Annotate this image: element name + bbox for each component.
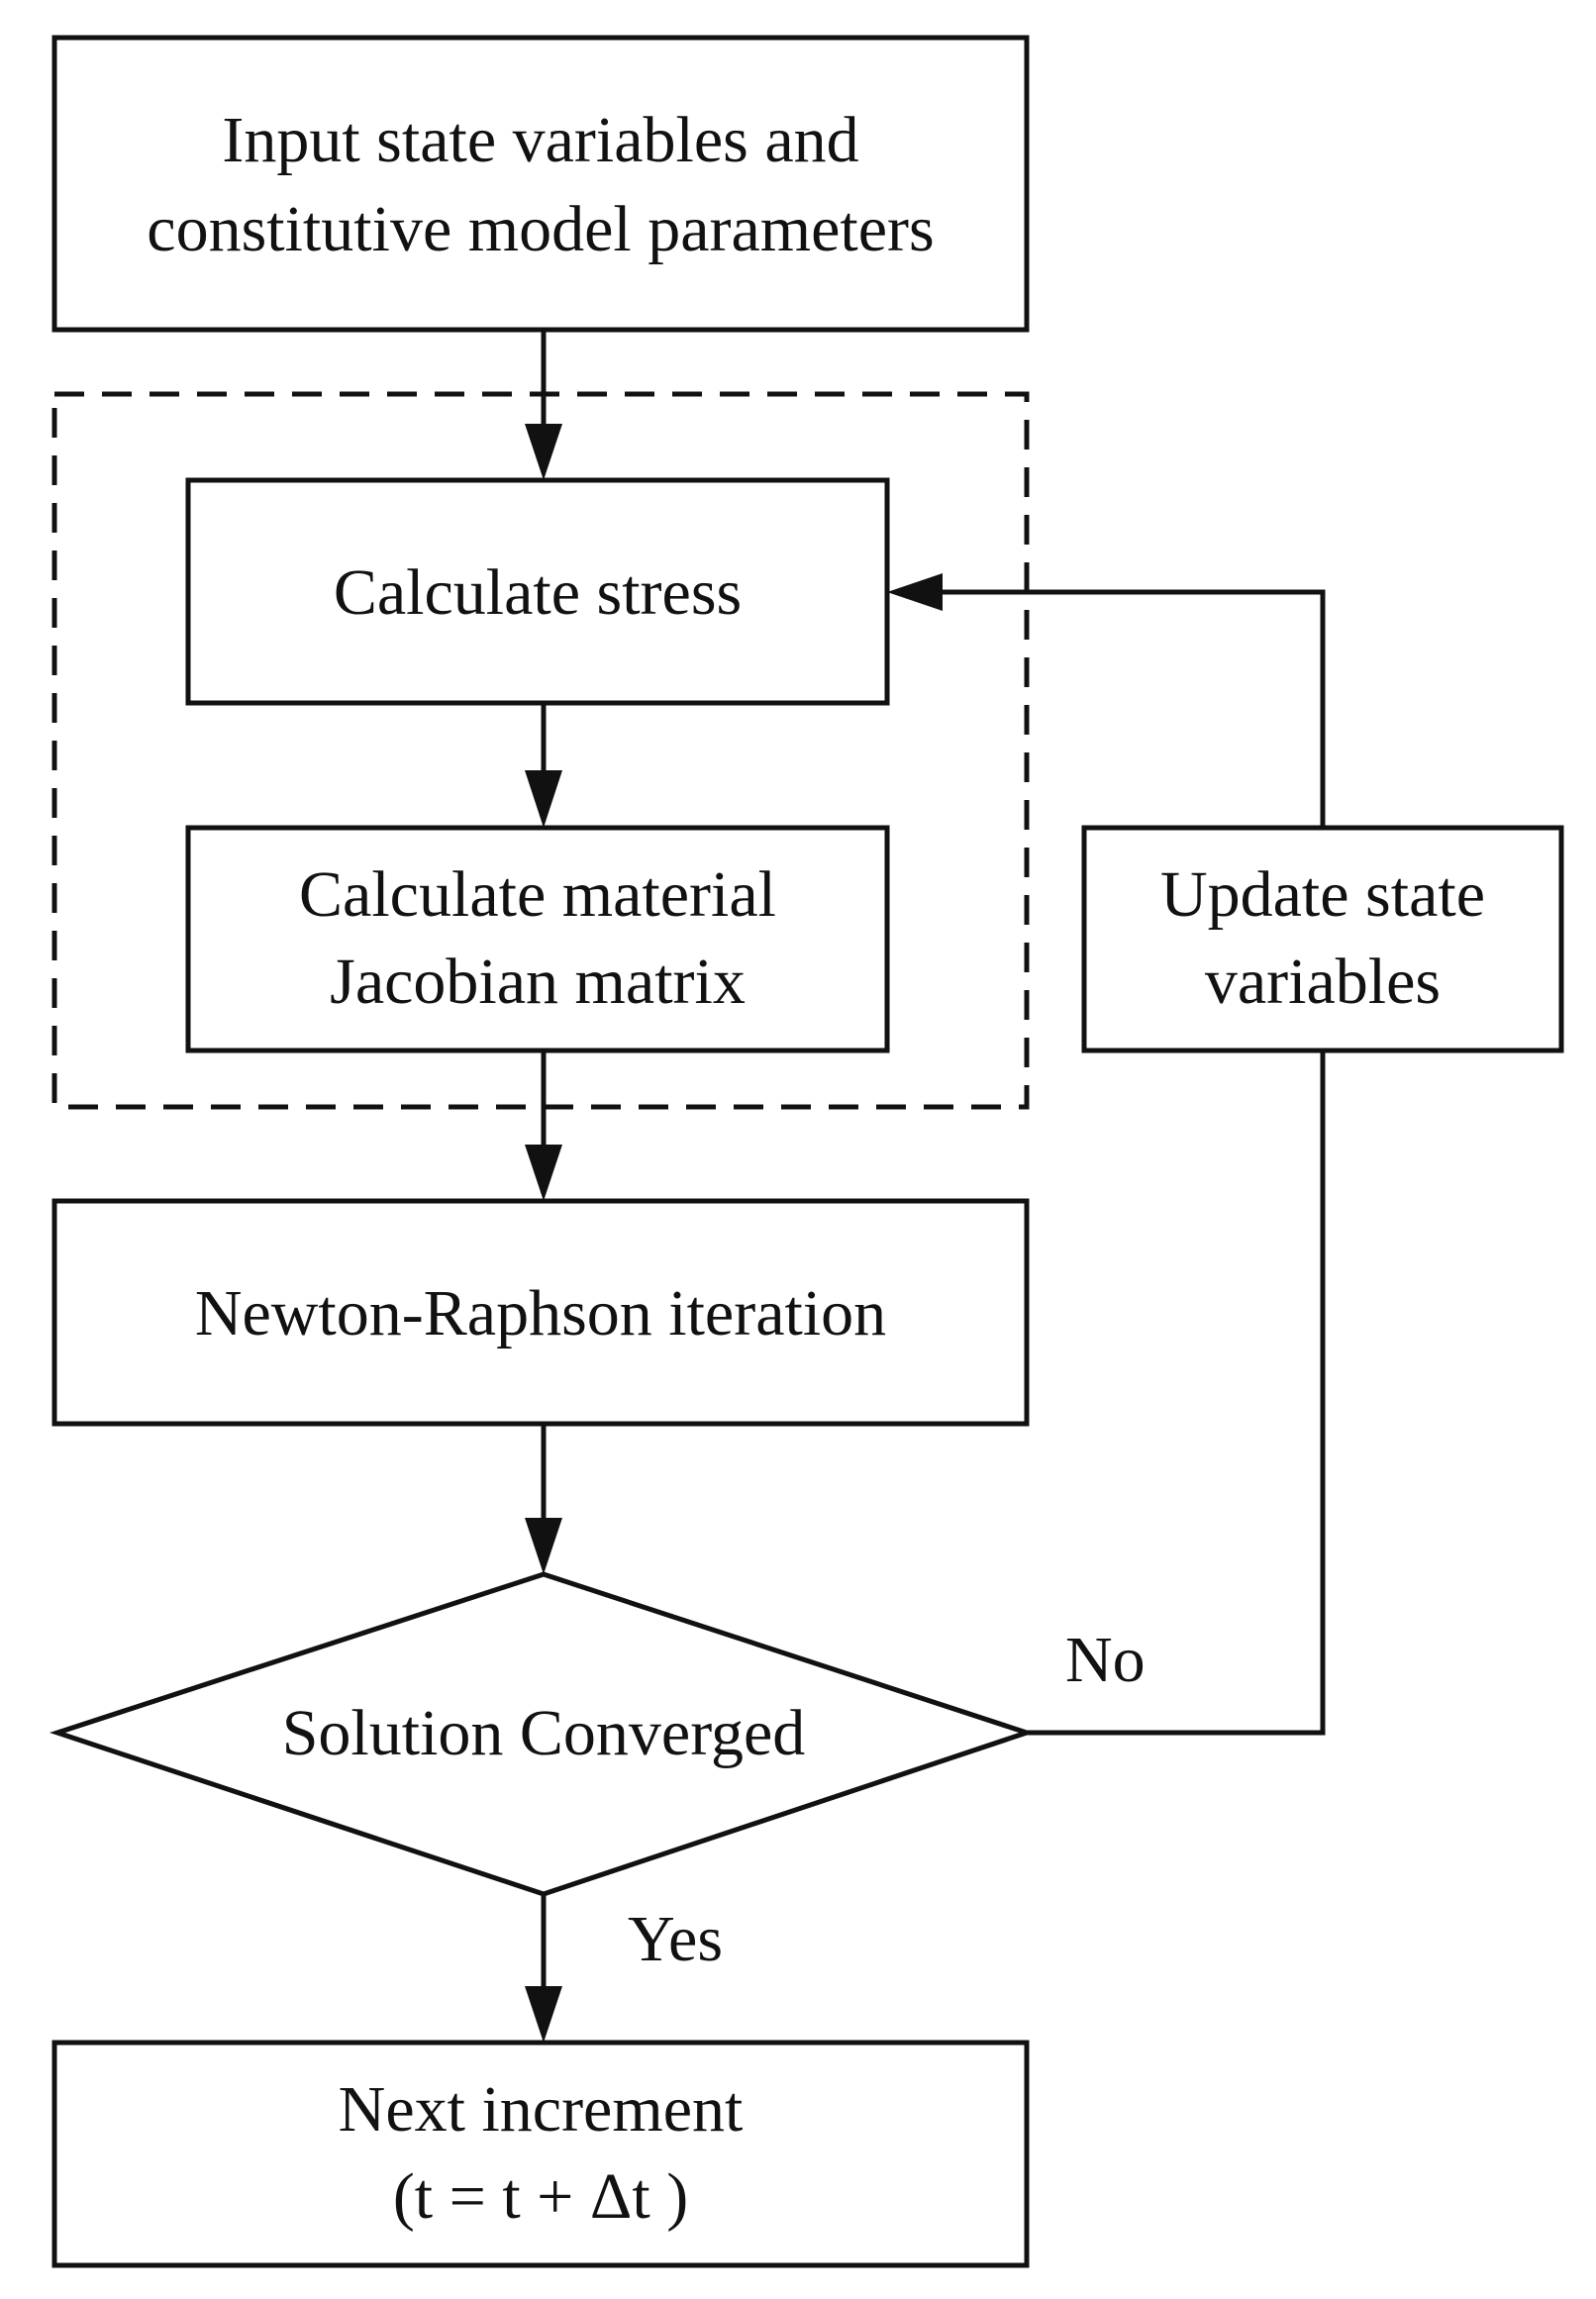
- edge-converged-to-update: [1027, 1050, 1326, 1736]
- update-state-node: Update state variables: [1081, 825, 1564, 1053]
- newton-raphson-label: Newton-Raphson iteration: [195, 1277, 886, 1349]
- solution-converged-label: Solution Converged: [282, 1697, 806, 1769]
- next-increment-box: [51, 2040, 1030, 2268]
- material-subroutine-group: [51, 391, 1030, 1110]
- arrowhead: [525, 1145, 562, 1201]
- arrowhead: [525, 1518, 562, 1574]
- calculate-stress-box: [185, 477, 890, 706]
- calculate-stress-label: Calculate stress: [334, 556, 742, 629]
- edge-update-to-stress: [887, 573, 1326, 828]
- no-label: No: [1065, 1624, 1146, 1696]
- edge-stress-to-jacobian: [525, 703, 562, 828]
- edge-newton-to-converged: [525, 1424, 562, 1574]
- newton-raphson-node: Newton-Raphson iteration: [51, 1198, 1030, 1427]
- input-label-line2: constitutive model parameters: [147, 193, 934, 265]
- input-node: Input state variables and constitutive m…: [51, 35, 1030, 333]
- arrowhead: [525, 1986, 562, 2043]
- update-state-label-line1: Update state: [1160, 858, 1485, 931]
- calculate-jacobian-label-line1: Calculate material: [299, 858, 776, 931]
- yes-label: Yes: [628, 1903, 723, 1975]
- arrowhead: [525, 770, 562, 828]
- input-box: [51, 35, 1030, 333]
- calculate-jacobian-node: Calculate material Jacobian matrix: [185, 825, 890, 1053]
- input-label-line1: Input state variables and: [222, 104, 858, 176]
- edge-jacobian-to-newton: [525, 1050, 562, 1201]
- next-increment-label-line1: Next increment: [339, 2073, 744, 2146]
- arrowhead: [525, 424, 562, 480]
- next-increment-node: Next increment (t = t + Δt ): [51, 2040, 1030, 2268]
- solution-converged-node: Solution Converged: [49, 1571, 1035, 1897]
- update-state-label-line2: variables: [1205, 946, 1441, 1018]
- calculate-stress-node: Calculate stress: [185, 477, 890, 706]
- edge-converged-to-next: [525, 1894, 562, 2043]
- calculate-jacobian-label-line2: Jacobian matrix: [330, 946, 746, 1018]
- calculate-jacobian-box: [185, 825, 890, 1053]
- arrowhead: [887, 573, 943, 611]
- edge-input-to-stress: [525, 330, 562, 480]
- next-increment-label-line2: (t = t + Δt ): [393, 2160, 688, 2233]
- newton-raphson-box: [51, 1198, 1030, 1427]
